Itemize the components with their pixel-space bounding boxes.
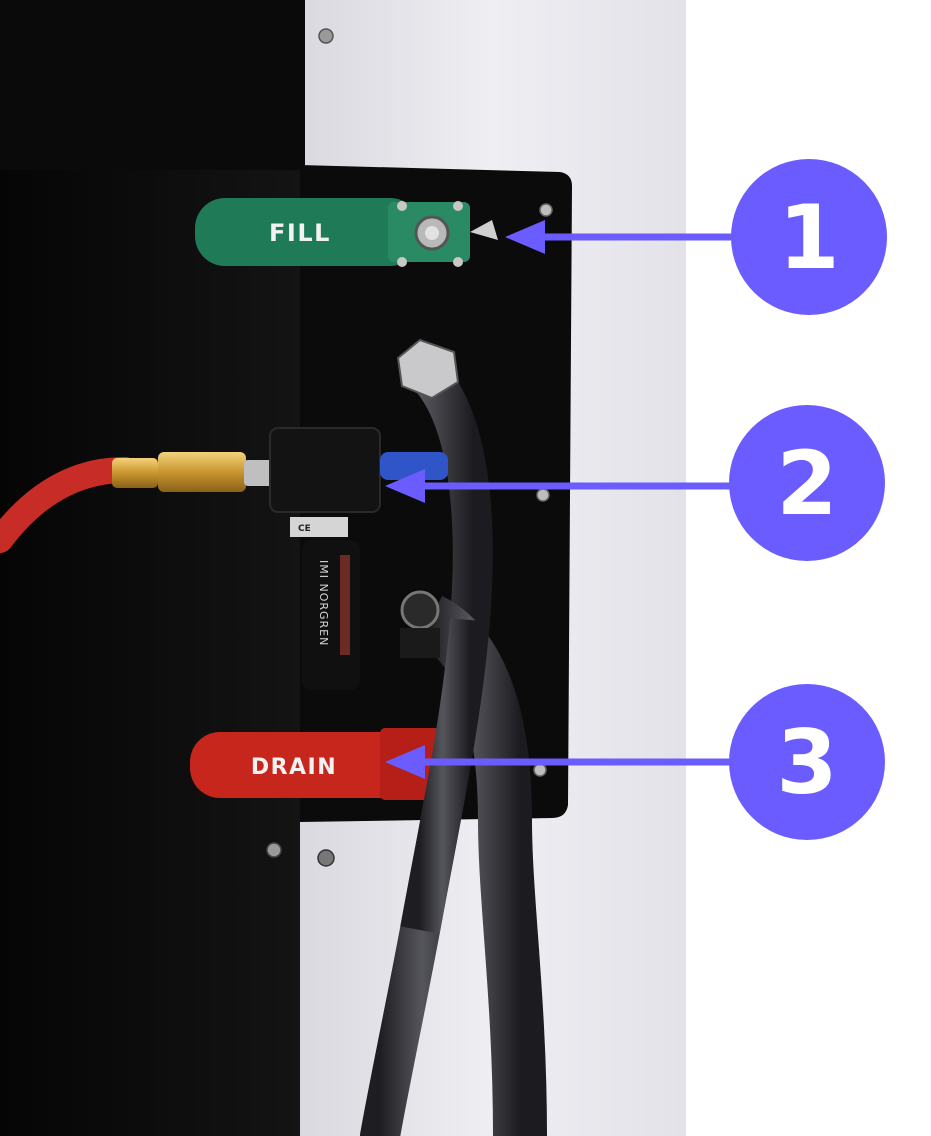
air-filter-regulator[interactable]: CE IMI NORGREN: [269, 427, 448, 690]
hose-overlap: [400, 618, 490, 934]
fill-valve-label: FILL: [269, 219, 331, 247]
upper-dark-cable-area: [0, 0, 305, 170]
ce-mark: CE: [298, 524, 311, 534]
brand-label: IMI NORGREN: [317, 560, 330, 646]
callout-3-number: 3: [776, 711, 837, 814]
dark-cabinet-side: [0, 0, 305, 1136]
fill-valve[interactable]: FILL: [195, 198, 498, 267]
ce-plate: [290, 517, 348, 537]
drain-valve[interactable]: DRAIN: [190, 728, 440, 800]
screws: [266, 28, 553, 867]
drain-fittings: [400, 590, 440, 658]
callout-2-number: 2: [776, 432, 837, 535]
brass-quick-coupler: [112, 452, 274, 492]
callout-2: 2: [729, 405, 885, 561]
air-supply-hose: [0, 457, 138, 553]
callout-1-number: 1: [778, 186, 839, 289]
mounting-panel: [300, 165, 572, 822]
filter-bowl: [302, 540, 360, 690]
sight-glass: [340, 555, 350, 655]
callout-arrows: [385, 220, 733, 779]
drain-valve-label: DRAIN: [251, 755, 337, 780]
callout-1: 1: [731, 159, 887, 315]
callout-3: 3: [729, 684, 885, 840]
